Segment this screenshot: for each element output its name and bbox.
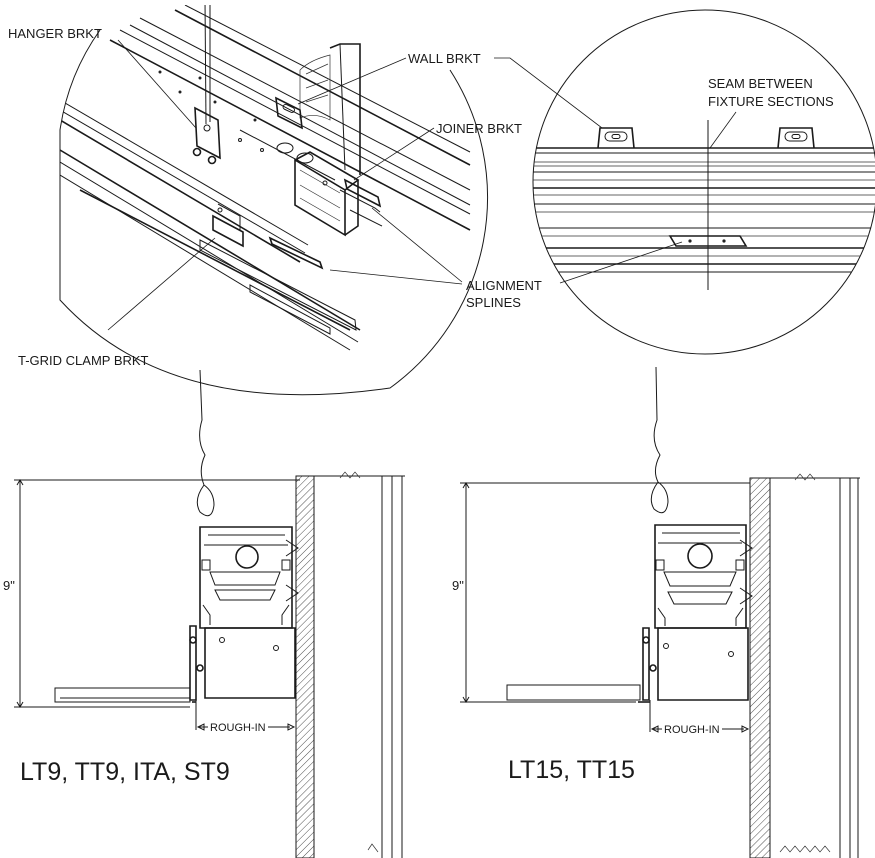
hanger-wire-right: [653, 366, 661, 483]
dimension-left: 9": [3, 578, 15, 593]
detail-isometric: HANGER BRKT WALL BRKT JOINER BRKT T-GRID…: [8, 5, 603, 396]
label-wall-brkt: WALL BRKT: [408, 51, 481, 66]
alignment-spline-plate: [668, 235, 748, 247]
joiner-bracket-iso: [339, 178, 382, 213]
wall-bracket-right: [777, 127, 815, 149]
section-left: 9": [3, 369, 405, 858]
detail-seam: SEAM BETWEEN FIXTURE SECTIONS: [532, 9, 875, 355]
wall-hatch-right: [749, 477, 771, 858]
label-seam-line2: FIXTURE SECTIONS: [708, 94, 834, 109]
fixture-extrusion: [60, 5, 471, 351]
wall-hatch-left: [295, 475, 315, 858]
label-hanger-brkt: HANGER BRKT: [8, 26, 102, 41]
ceiling-tgrid-left: [54, 687, 196, 703]
detail-boundary: [59, 29, 488, 396]
fixture-lower-left: [189, 625, 296, 701]
detail-circle: [532, 9, 875, 355]
rough-in-right: ROUGH-IN: [664, 724, 720, 736]
ceiling-wall: [299, 43, 361, 175]
fixture-lower-right: [642, 627, 749, 701]
wall-bracket-left: [597, 127, 635, 149]
caption-right: LT15, TT15: [508, 756, 635, 784]
fixture-housing-right: [654, 524, 753, 629]
alignment-spline-iso: [268, 209, 383, 270]
fixture-housing-left: [199, 526, 299, 629]
rough-in-left: ROUGH-IN: [210, 722, 266, 734]
wall-bracket-iso: [275, 96, 303, 130]
caption-left: LT9, TT9, ITA, ST9: [20, 758, 230, 786]
label-joiner-brkt: JOINER BRKT: [436, 121, 522, 136]
label-alignment-line2: SPLINES: [466, 295, 521, 310]
hanger-loop-left: [196, 484, 215, 517]
hanger-loop-right: [650, 481, 669, 514]
hanger-wire-left: [199, 369, 206, 486]
hanger-bracket: [192, 5, 221, 165]
dimension-right: 9": [452, 578, 464, 593]
label-seam-line1: SEAM BETWEEN: [708, 76, 813, 91]
section-right: 9": [452, 366, 860, 858]
tgrid-clamp-iso: [212, 203, 244, 248]
alignment-callout: ALIGNMENT SPLINES: [329, 207, 683, 310]
label-alignment-line1: ALIGNMENT: [466, 278, 542, 293]
ceiling-tgrid-right: [506, 684, 650, 703]
label-tgrid-clamp-brkt: T-GRID CLAMP BRKT: [18, 353, 149, 368]
iso-callouts: HANGER BRKT WALL BRKT JOINER BRKT T-GRID…: [8, 26, 603, 368]
